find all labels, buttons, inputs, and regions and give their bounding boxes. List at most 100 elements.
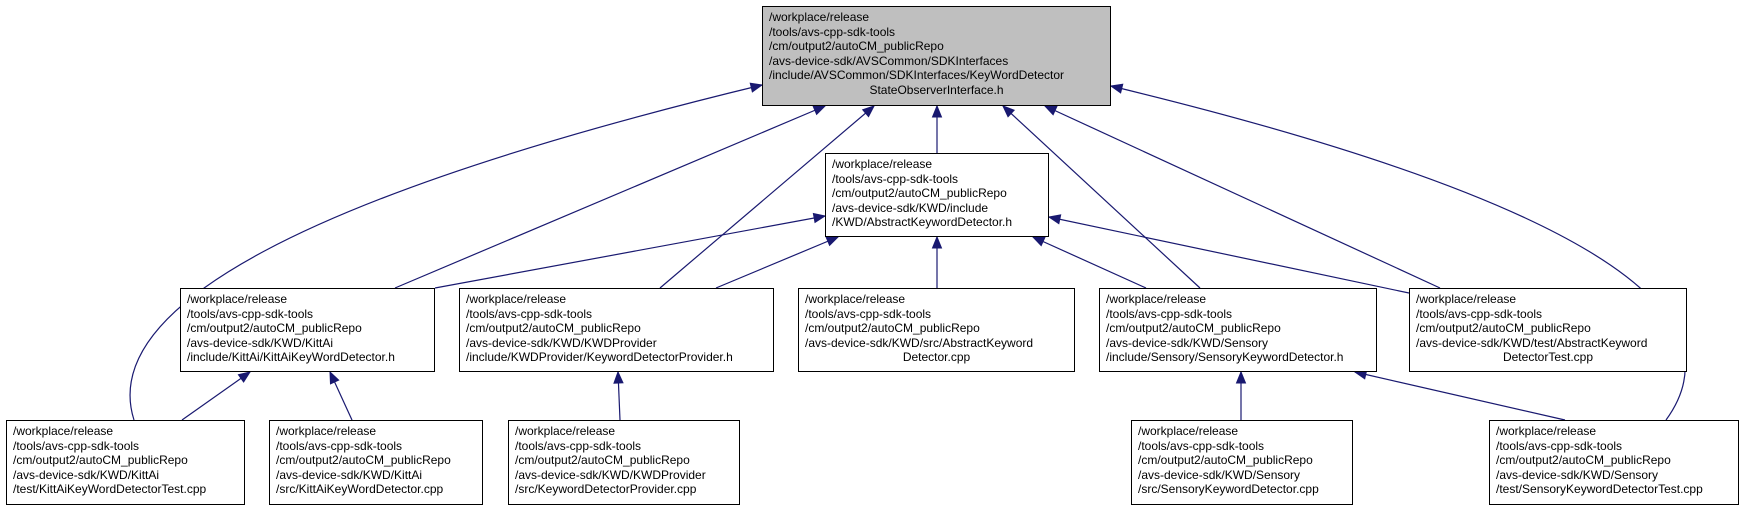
node-line: /cm/output2/autoCM_publicRepo — [769, 39, 944, 53]
node-line: /cm/output2/autoCM_publicRepo — [276, 453, 451, 467]
node-line: /workplace/release — [1496, 424, 1597, 438]
edge-line — [1032, 236, 1147, 289]
node-line: /workplace/release — [832, 157, 933, 171]
edge-arrowhead — [1031, 236, 1046, 247]
edge-line — [715, 236, 839, 289]
edge-sensory_test-to-sensory_h — [1353, 369, 1566, 421]
node-sensorykeyworddetector-cpp[interactable]: /workplace/release /tools/avs-cpp-sdk-to… — [1131, 420, 1353, 505]
node-line: /avs-device-sdk/KWD/KittAi — [187, 335, 334, 350]
node-line: /cm/output2/autoCM_publicRepo — [1106, 321, 1281, 335]
node-line: /avs-device-sdk/KWD/include — [832, 200, 989, 215]
edge-arrowhead — [329, 370, 340, 385]
node-line: /tools/avs-cpp-sdk-tools — [805, 306, 932, 321]
edge-kittai_test-to-kittai_h — [181, 371, 252, 421]
node-line: /workplace/release — [466, 292, 567, 306]
edge-sensory_cpp-to-sensory_h — [1235, 370, 1247, 420]
edge-abstract_test-to-abstract_h — [1047, 214, 1410, 294]
node-kittaikeyworddetector-cpp[interactable]: /workplace/release /tools/avs-cpp-sdk-to… — [269, 420, 483, 505]
edge-line — [1354, 371, 1566, 421]
node-line: /KWD/AbstractKeywordDetector.h — [832, 215, 1013, 229]
node-line: /include/Sensory/SensoryKeywordDetector.… — [1106, 350, 1344, 364]
node-abstractkeyworddetectortest-cpp[interactable]: /workplace/release /tools/avs-cpp-sdk-to… — [1409, 288, 1687, 372]
node-line: /workplace/release — [769, 10, 870, 24]
edge-arrowhead — [749, 82, 764, 93]
edge-line — [434, 215, 826, 289]
node-line: /avs-device-sdk/KWD/Sensory — [1496, 467, 1659, 482]
node-line: /workplace/release — [805, 292, 906, 306]
node-line: /cm/output2/autoCM_publicRepo — [832, 186, 1007, 200]
node-line: /tools/avs-cpp-sdk-tools — [187, 306, 314, 321]
node-line: /avs-device-sdk/KWD/KittAi — [13, 467, 160, 482]
node-line: /avs-device-sdk/KWD/KittAi — [276, 467, 423, 482]
edge-line — [181, 371, 251, 421]
node-line: /avs-device-sdk/KWD/src/AbstractKeyword — [805, 335, 1034, 350]
edge-kittai_test-to-root — [129, 82, 764, 421]
edge-sensory_h-to-abstract_h — [1031, 236, 1147, 289]
edge-provider_cpp-to-provider_h — [613, 370, 624, 421]
edge-kittai_h-to-abstract_h — [434, 212, 827, 289]
edge-arrowhead — [1002, 105, 1016, 118]
node-line: /cm/output2/autoCM_publicRepo — [515, 453, 690, 467]
node-line: /cm/output2/autoCM_publicRepo — [1416, 321, 1591, 335]
node-line: /src/KittAiKeyWordDetector.cpp — [276, 482, 444, 496]
node-line: /tools/avs-cpp-sdk-tools — [769, 24, 896, 39]
edge-arrowhead — [861, 105, 876, 118]
node-line: /tools/avs-cpp-sdk-tools — [276, 438, 403, 453]
node-abstractkeyworddetector-cpp[interactable]: /workplace/release /tools/avs-cpp-sdk-to… — [798, 288, 1075, 372]
node-line: /avs-device-sdk/KWD/KWDProvider — [466, 335, 657, 350]
node-line: /cm/output2/autoCM_publicRepo — [187, 321, 362, 335]
node-line: /workplace/release — [187, 292, 288, 306]
node-line: /tools/avs-cpp-sdk-tools — [1496, 438, 1623, 453]
node-line: /avs-device-sdk/KWD/Sensory — [1138, 467, 1301, 482]
node-line: /include/KWDProvider/KeywordDetectorProv… — [466, 350, 733, 364]
node-line: /tools/avs-cpp-sdk-tools — [1138, 438, 1265, 453]
edge-arrowhead — [812, 212, 827, 224]
node-keyworddetectorstateobserverinterface-h[interactable]: /workplace/release /tools/avs-cpp-sdk-to… — [762, 6, 1111, 106]
node-line: /workplace/release — [1416, 292, 1517, 306]
edge-provider_h-to-root — [659, 105, 876, 289]
node-line: /tools/avs-cpp-sdk-tools — [515, 438, 642, 453]
node-kittaikeyworddetectortest-cpp[interactable]: /workplace/release /tools/avs-cpp-sdk-to… — [6, 420, 245, 505]
edge-line — [659, 105, 875, 289]
node-keyworddetectorprovider-cpp[interactable]: /workplace/release /tools/avs-cpp-sdk-to… — [508, 420, 740, 505]
node-line: /avs-device-sdk/KWD/test/AbstractKeyword — [1416, 335, 1648, 350]
edge-abstract_cpp-to-abstract_h — [931, 235, 943, 288]
node-abstractkeyworddetector-h[interactable]: /workplace/release /tools/avs-cpp-sdk-to… — [825, 153, 1049, 237]
edge-line — [1044, 105, 1441, 289]
edge-arrowhead — [825, 236, 840, 247]
node-line: /workplace/release — [13, 424, 114, 438]
node-line: /tools/avs-cpp-sdk-tools — [1416, 306, 1543, 321]
edge-sensory_h-to-root — [1002, 105, 1201, 289]
node-line: /cm/output2/autoCM_publicRepo — [13, 453, 188, 467]
node-line: /src/SensoryKeywordDetector.cpp — [1138, 482, 1319, 496]
node-line: /workplace/release — [276, 424, 377, 438]
edge-line — [394, 105, 826, 289]
edge-kittai_cpp-to-kittai_h — [329, 370, 353, 421]
edge-arrowhead — [613, 370, 624, 384]
node-line: Detector.cpp — [902, 350, 971, 364]
node-sensorykeyworddetector-h[interactable]: /workplace/release /tools/avs-cpp-sdk-to… — [1099, 288, 1377, 372]
edge-kittai_h-to-root — [394, 105, 827, 289]
edge-arrowhead — [1109, 83, 1124, 94]
edge-arrowhead — [931, 235, 943, 249]
edge-arrowhead — [237, 371, 252, 383]
node-kittaikeyworddetector-h[interactable]: /workplace/release /tools/avs-cpp-sdk-to… — [180, 288, 435, 372]
node-keyworddetectorprovider-h[interactable]: /workplace/release /tools/avs-cpp-sdk-to… — [459, 288, 774, 372]
node-line: /cm/output2/autoCM_publicRepo — [805, 321, 980, 335]
edge-arrowhead — [1047, 214, 1062, 225]
node-line: /cm/output2/autoCM_publicRepo — [466, 321, 641, 335]
node-line: /tools/avs-cpp-sdk-tools — [1106, 306, 1233, 321]
node-sensorykeyworddetectortest-cpp[interactable]: /workplace/release /tools/avs-cpp-sdk-to… — [1489, 420, 1739, 505]
node-line: DetectorTest.cpp — [1502, 350, 1594, 364]
node-line: /include/AVSCommon/SDKInterfaces/KeyWord… — [769, 68, 1065, 82]
edge-arrowhead — [1235, 370, 1247, 384]
edge-arrowhead — [931, 104, 943, 118]
edge-provider_h-to-abstract_h — [715, 236, 840, 289]
node-line: /avs-device-sdk/KWD/KWDProvider — [515, 467, 706, 482]
node-line: /workplace/release — [1138, 424, 1239, 438]
node-line: /test/KittAiKeyWordDetectorTest.cpp — [13, 482, 207, 496]
node-line: /workplace/release — [1106, 292, 1207, 306]
node-line: /avs-device-sdk/AVSCommon/SDKInterfaces — [769, 53, 1009, 68]
